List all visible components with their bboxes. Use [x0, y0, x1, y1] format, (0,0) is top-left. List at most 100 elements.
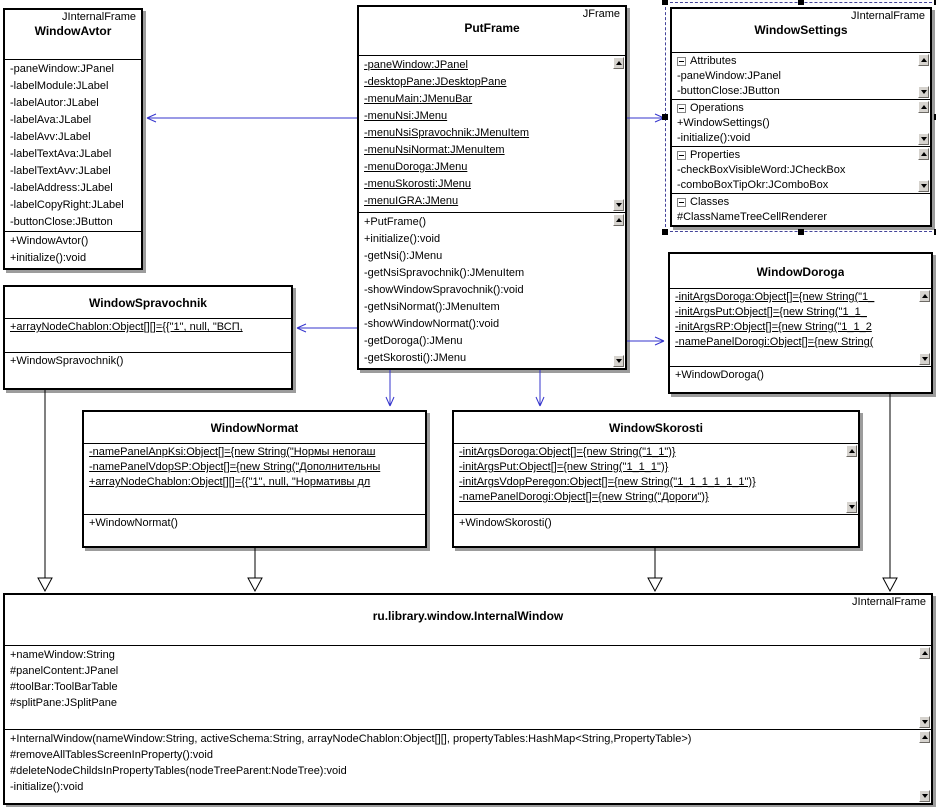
member-row[interactable]: -labelTextAvv:JLabel: [10, 165, 111, 177]
member-row[interactable]: -showWindowNormat():void: [364, 318, 500, 330]
member-row[interactable]: -paneWindow:JPanel: [677, 70, 781, 82]
member-row[interactable]: -paneWindow:JPanel: [10, 63, 114, 75]
scroll-up-button[interactable]: [613, 57, 624, 69]
member-row[interactable]: +arrayNodeChablon:Object[][]={{"1", null…: [10, 321, 243, 333]
vertical-scrollbar[interactable]: [613, 214, 624, 367]
member-row[interactable]: -namePanelVdopSP:Object[]={new String("Д…: [89, 461, 381, 473]
vertical-scrollbar[interactable]: [846, 445, 857, 513]
member-row[interactable]: +arrayNodeChablon:Object[][]={{"1", null…: [89, 476, 371, 488]
member-row[interactable]: +WindowSkorosti(): [459, 517, 552, 529]
member-row[interactable]: -labelCopyRight:JLabel: [10, 199, 124, 211]
member-row[interactable]: #splitPane:JSplitPane: [10, 697, 118, 709]
selection-handle[interactable]: [798, 0, 804, 5]
member-row[interactable]: -menuMain:JMenuBar: [364, 93, 473, 105]
member-row[interactable]: -initArgsDoroga:Object[]={new String("1_…: [459, 446, 676, 458]
member-row[interactable]: +initialize():void: [364, 233, 441, 245]
member-row[interactable]: -menuIGRA:JMenu: [364, 195, 459, 207]
section-header[interactable]: Properties: [672, 148, 930, 163]
class-window-skorosti[interactable]: WindowSkorosti-initArgsDoroga:Object[]={…: [452, 410, 860, 548]
member-row[interactable]: -buttonClose:JButton: [10, 216, 113, 228]
member-row[interactable]: -initialize():void: [10, 781, 84, 793]
member-row[interactable]: #ClassNameTreeCellRenderer: [677, 211, 827, 223]
collapse-icon[interactable]: [677, 198, 686, 207]
member-row[interactable]: -initArgsDoroga:Object[]={new String("1_: [675, 291, 875, 303]
member-row[interactable]: +WindowAvtor(): [10, 235, 89, 247]
vertical-scrollbar[interactable]: [918, 148, 929, 192]
inheritance-arrow[interactable]: [647, 548, 663, 593]
inheritance-arrow[interactable]: [37, 390, 53, 593]
member-row[interactable]: -initArgsPut:Object[]={new String("1_1_1…: [459, 461, 669, 473]
member-row[interactable]: +nameWindow:String: [10, 649, 115, 661]
dependency-arrow[interactable]: [627, 336, 665, 346]
scroll-down-button[interactable]: [919, 716, 930, 728]
member-row[interactable]: -initArgsPut:Object[]={new String("1_1_: [675, 306, 867, 318]
scroll-down-button[interactable]: [918, 86, 929, 98]
collapse-icon[interactable]: [677, 151, 686, 160]
member-row[interactable]: -labelModule:JLabel: [10, 80, 109, 92]
section-header[interactable]: Classes: [672, 195, 930, 210]
member-row[interactable]: #deleteNodeChildsInPropertyTables(nodeTr…: [10, 765, 347, 777]
scroll-down-button[interactable]: [919, 353, 930, 365]
member-row[interactable]: -menuDoroga:JMenu: [364, 161, 468, 173]
member-row[interactable]: #panelContent:JPanel: [10, 665, 119, 677]
collapse-icon[interactable]: [677, 104, 686, 113]
vertical-scrollbar[interactable]: [919, 647, 930, 728]
dependency-arrow[interactable]: [385, 370, 395, 407]
section-header[interactable]: Operations: [672, 101, 930, 116]
selection-handle[interactable]: [934, 229, 936, 235]
vertical-scrollbar[interactable]: [918, 101, 929, 145]
member-row[interactable]: +WindowSpravochnik(): [10, 355, 124, 367]
member-row[interactable]: -getDoroga():JMenu: [364, 335, 463, 347]
member-row[interactable]: -namePanelAnpKsi:Object[]={new String("Н…: [89, 446, 376, 458]
selection-handle[interactable]: [798, 229, 804, 235]
section-header[interactable]: Attributes: [672, 54, 930, 69]
class-window-normat[interactable]: WindowNormat-namePanelAnpKsi:Object[]={n…: [82, 410, 427, 548]
class-window-spravochnik[interactable]: WindowSpravochnik+arrayNodeChablon:Objec…: [3, 285, 293, 390]
collapse-icon[interactable]: [677, 57, 686, 66]
dependency-arrow[interactable]: [296, 323, 357, 333]
member-row[interactable]: -comboBoxTipOkr:JComboBox: [677, 179, 829, 191]
selection-handle[interactable]: [934, 114, 936, 120]
scroll-down-button[interactable]: [613, 199, 624, 211]
inheritance-arrow[interactable]: [882, 394, 898, 593]
dependency-arrow[interactable]: [535, 370, 545, 407]
scroll-up-button[interactable]: [918, 54, 929, 66]
member-row[interactable]: -getNsi():JMenu: [364, 250, 443, 262]
inheritance-arrow[interactable]: [247, 548, 263, 593]
member-row[interactable]: -labelAutor:JLabel: [10, 97, 99, 109]
member-row[interactable]: -desktopPane:JDesktopPane: [364, 76, 507, 88]
member-row[interactable]: +InternalWindow(nameWindow:String, activ…: [10, 733, 692, 745]
member-row[interactable]: -labelAva:JLabel: [10, 114, 92, 126]
member-row[interactable]: -checkBoxVisibleWord:JCheckBox: [677, 164, 846, 176]
member-row[interactable]: -getSkorosti():JMenu: [364, 352, 467, 364]
dependency-arrow[interactable]: [146, 113, 357, 123]
member-row[interactable]: -labelTextAva:JLabel: [10, 148, 112, 160]
selection-handle[interactable]: [662, 229, 668, 235]
member-row[interactable]: -labelAvv:JLabel: [10, 131, 91, 143]
scroll-down-button[interactable]: [613, 355, 624, 367]
selection-handle[interactable]: [662, 0, 668, 5]
vertical-scrollbar[interactable]: [919, 731, 930, 802]
scroll-down-button[interactable]: [846, 501, 857, 513]
member-row[interactable]: -getNsiNormat():JMenuItem: [364, 301, 500, 313]
member-row[interactable]: -paneWindow:JPanel: [364, 59, 468, 71]
scroll-up-button[interactable]: [613, 214, 624, 226]
dependency-arrow[interactable]: [627, 113, 665, 123]
member-row[interactable]: -menuNsi:JMenu: [364, 110, 448, 122]
member-row[interactable]: -namePanelDorogi:Object[]={new String(: [675, 336, 874, 348]
class-window-doroga[interactable]: WindowDoroga-initArgsDoroga:Object[]={ne…: [668, 252, 933, 394]
member-row[interactable]: -initialize():void: [677, 132, 751, 144]
member-row[interactable]: +WindowNormat(): [89, 517, 178, 529]
member-row[interactable]: +PutFrame(): [364, 216, 427, 228]
scroll-up-button[interactable]: [846, 445, 857, 457]
scroll-down-button[interactable]: [918, 180, 929, 192]
member-row[interactable]: +WindowDoroga(): [675, 369, 764, 381]
member-row[interactable]: #removeAllTablesScreenInProperty():void: [10, 749, 213, 761]
member-row[interactable]: -labelAddress:JLabel: [10, 182, 113, 194]
member-row[interactable]: -showWindowSpravochnik():void: [364, 284, 524, 296]
scroll-up-button[interactable]: [919, 647, 930, 659]
